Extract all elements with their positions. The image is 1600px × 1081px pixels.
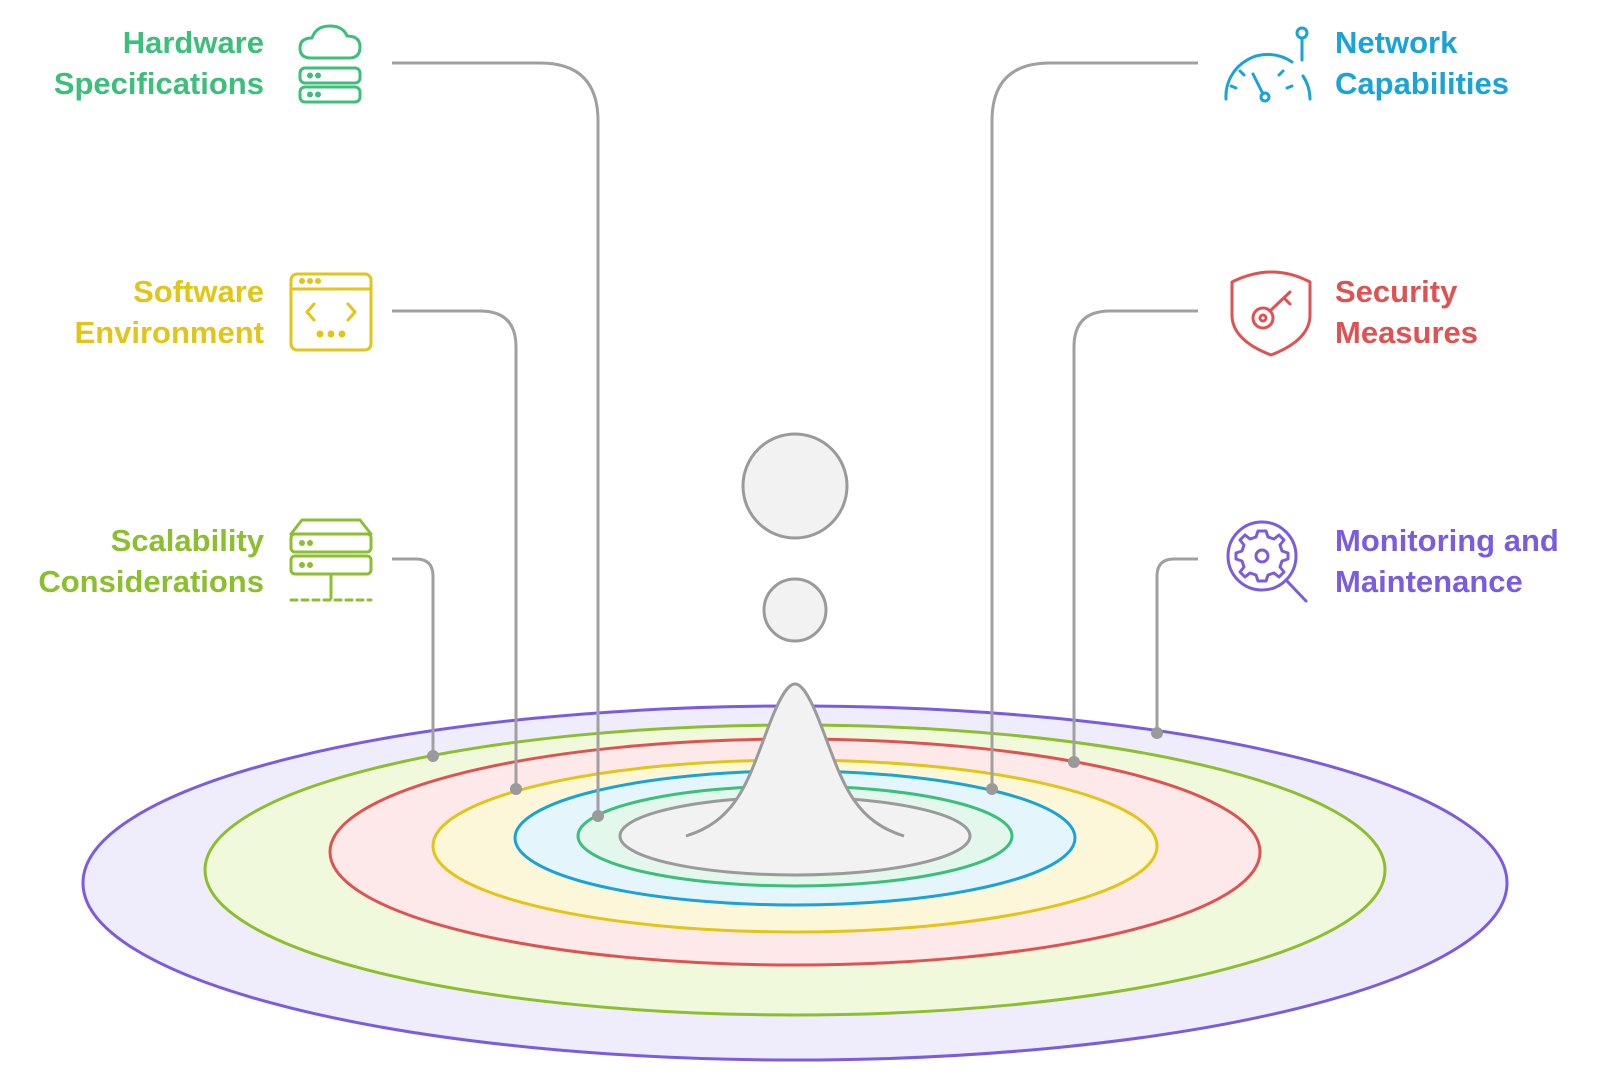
splash-peak bbox=[685, 682, 905, 838]
drop-small bbox=[762, 577, 828, 643]
label-network-line2: Capabilities bbox=[1335, 66, 1509, 101]
shield-key-icon bbox=[1230, 270, 1312, 357]
label-security-measures: Security Measures bbox=[1335, 271, 1478, 353]
connector-security bbox=[1072, 309, 1198, 762]
connector-dot-hardware bbox=[592, 810, 604, 822]
label-software-line1: Software bbox=[133, 274, 264, 309]
label-software-line2: Environment bbox=[74, 315, 264, 350]
connector-dot-network bbox=[986, 783, 998, 795]
label-security-line2: Measures bbox=[1335, 315, 1479, 350]
label-network-line1: Network bbox=[1335, 25, 1458, 60]
label-hardware-line2: Specifications bbox=[53, 66, 264, 101]
speedometer-icon bbox=[1224, 26, 1312, 103]
label-scalability-line2: Considerations bbox=[38, 564, 264, 599]
connector-network bbox=[990, 61, 1198, 789]
label-software-environment: Software Environment bbox=[75, 271, 264, 353]
code-window-icon bbox=[289, 272, 373, 352]
label-scalability-considerations: Scalability Considerations bbox=[38, 520, 264, 602]
label-security-line1: Security bbox=[1335, 274, 1458, 309]
connector-software bbox=[392, 309, 518, 789]
cloud-server-icon bbox=[298, 24, 362, 104]
connector-dot-monitoring bbox=[1151, 727, 1163, 739]
label-hardware-specifications: Hardware Specifications bbox=[54, 22, 264, 104]
label-monitoring-line2: Maintenance bbox=[1335, 564, 1523, 599]
connector-monitoring bbox=[1155, 557, 1198, 733]
connector-dot-software bbox=[510, 783, 522, 795]
server-stack-network-icon bbox=[289, 518, 373, 602]
label-monitoring-maintenance: Monitoring and Maintenance bbox=[1335, 520, 1559, 602]
label-network-capabilities: Network Capabilities bbox=[1335, 22, 1509, 104]
connector-dot-scalability bbox=[427, 750, 439, 762]
gear-magnifier-icon bbox=[1226, 520, 1308, 603]
connector-dot-security bbox=[1068, 756, 1080, 768]
label-monitoring-line1: Monitoring and bbox=[1335, 523, 1559, 558]
label-scalability-line1: Scalability bbox=[110, 523, 264, 558]
connector-hardware bbox=[392, 61, 600, 816]
connector-scalability bbox=[392, 557, 435, 756]
drop-large bbox=[741, 432, 849, 540]
label-hardware-line1: Hardware bbox=[122, 25, 264, 60]
